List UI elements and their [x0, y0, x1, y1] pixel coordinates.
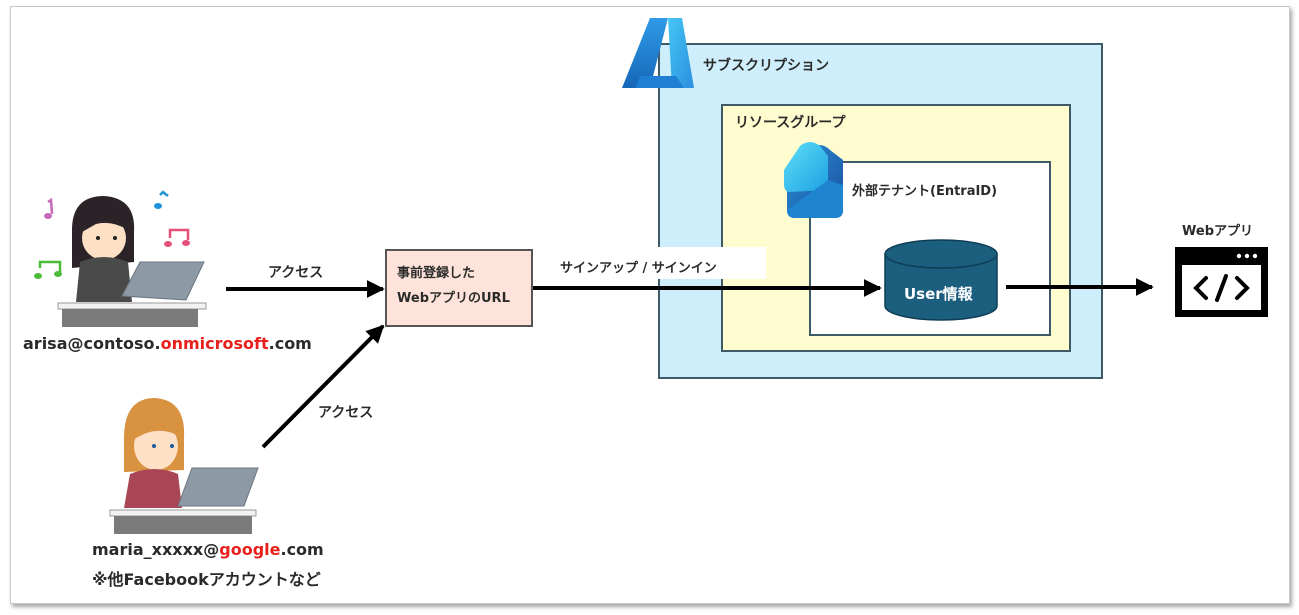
user2-email-suffix: .com [280, 540, 324, 559]
signup-signin-label: サインアップ / サインイン [560, 261, 717, 276]
access-label-user2: アクセス [318, 405, 374, 421]
access-arrow-user2 [261, 324, 385, 449]
signin-label-background [548, 247, 766, 279]
music-note-icon [34, 190, 190, 279]
web-app-label: Webアプリ [1182, 224, 1253, 239]
tenant-label: 外部テナント(EntraID) [852, 184, 998, 199]
user1-email-suffix: .com [268, 334, 312, 353]
user2-email-prefix: maria_xxxxx@ [92, 540, 220, 559]
user1-email-domain-highlight: onmicrosoft [160, 334, 269, 353]
user2-illustration [109, 398, 259, 534]
web-app-code-icon [1175, 247, 1268, 317]
user2-email-domain-highlight: google [219, 540, 281, 559]
registered-url-line1: 事前登録した [397, 266, 476, 281]
registered-url-line2: WebアプリのURL [397, 291, 510, 306]
user1-email: arisa@contoso.onmicrosoft.com [23, 334, 312, 353]
database-label: User情報 [904, 285, 973, 303]
user-info-database-icon [884, 239, 998, 321]
user2-note: ※他Facebookアカウントなど [92, 570, 321, 589]
user1-illustration [34, 190, 207, 327]
resource-group-label: リソースグループ [735, 115, 846, 131]
azure-logo-icon [622, 18, 694, 88]
entra-id-icon [784, 142, 843, 218]
access-label-user1: アクセス [268, 265, 324, 281]
registered-url-box: 事前登録した WebアプリのURL [385, 249, 533, 327]
user2-email: maria_xxxxx@google.com [92, 540, 324, 559]
user1-email-prefix: arisa@contoso. [23, 334, 161, 353]
subscription-label: サブスクリプション [703, 58, 829, 74]
